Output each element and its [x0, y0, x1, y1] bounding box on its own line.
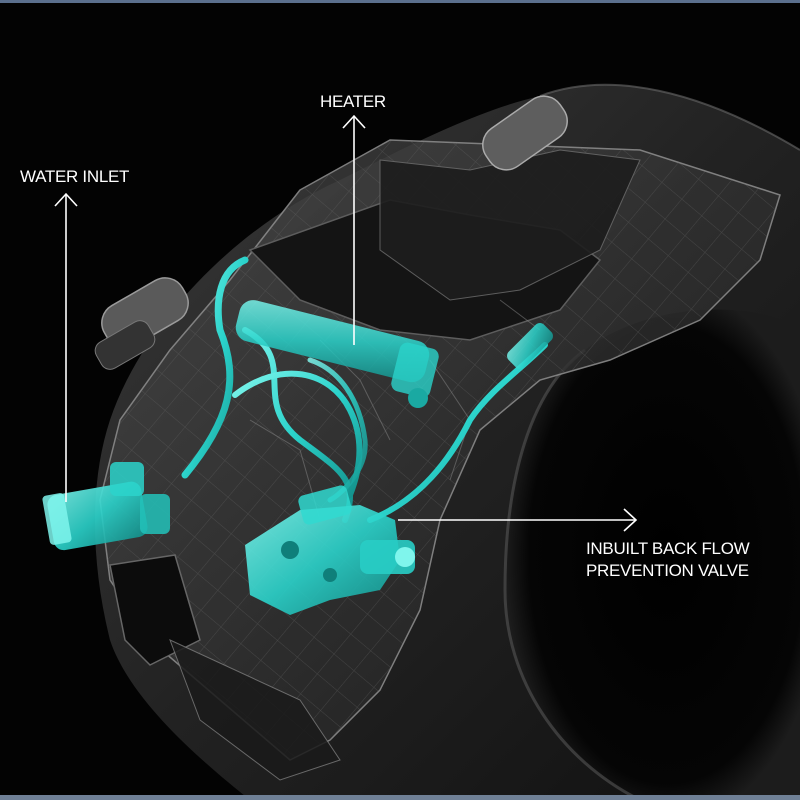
- left-cylinder: [94, 277, 189, 370]
- backflow-valve-label: INBUILT BACK FLOW PREVENTION VALVE: [586, 538, 750, 582]
- top-border: [0, 0, 800, 3]
- heater-arrow: [342, 114, 366, 345]
- water-system: [42, 256, 553, 615]
- valve-arrow: [398, 508, 638, 532]
- heater-label: HEATER: [320, 92, 386, 111]
- annotation-arrows: [54, 114, 638, 532]
- heater-unit: [235, 300, 439, 408]
- backflow-valve-label-line2: PREVENTION VALVE: [586, 561, 749, 580]
- water-inlet-label: WATER INLET: [20, 167, 130, 186]
- top-cylinder: [482, 95, 568, 171]
- backflow-valve: [245, 485, 415, 615]
- bottom-border: [0, 795, 800, 800]
- control-housing: [94, 95, 781, 781]
- water-inlet-connector: [42, 462, 170, 551]
- backflow-valve-label-line1: INBUILT BACK FLOW: [586, 539, 750, 558]
- water-inlet-arrow: [54, 192, 78, 502]
